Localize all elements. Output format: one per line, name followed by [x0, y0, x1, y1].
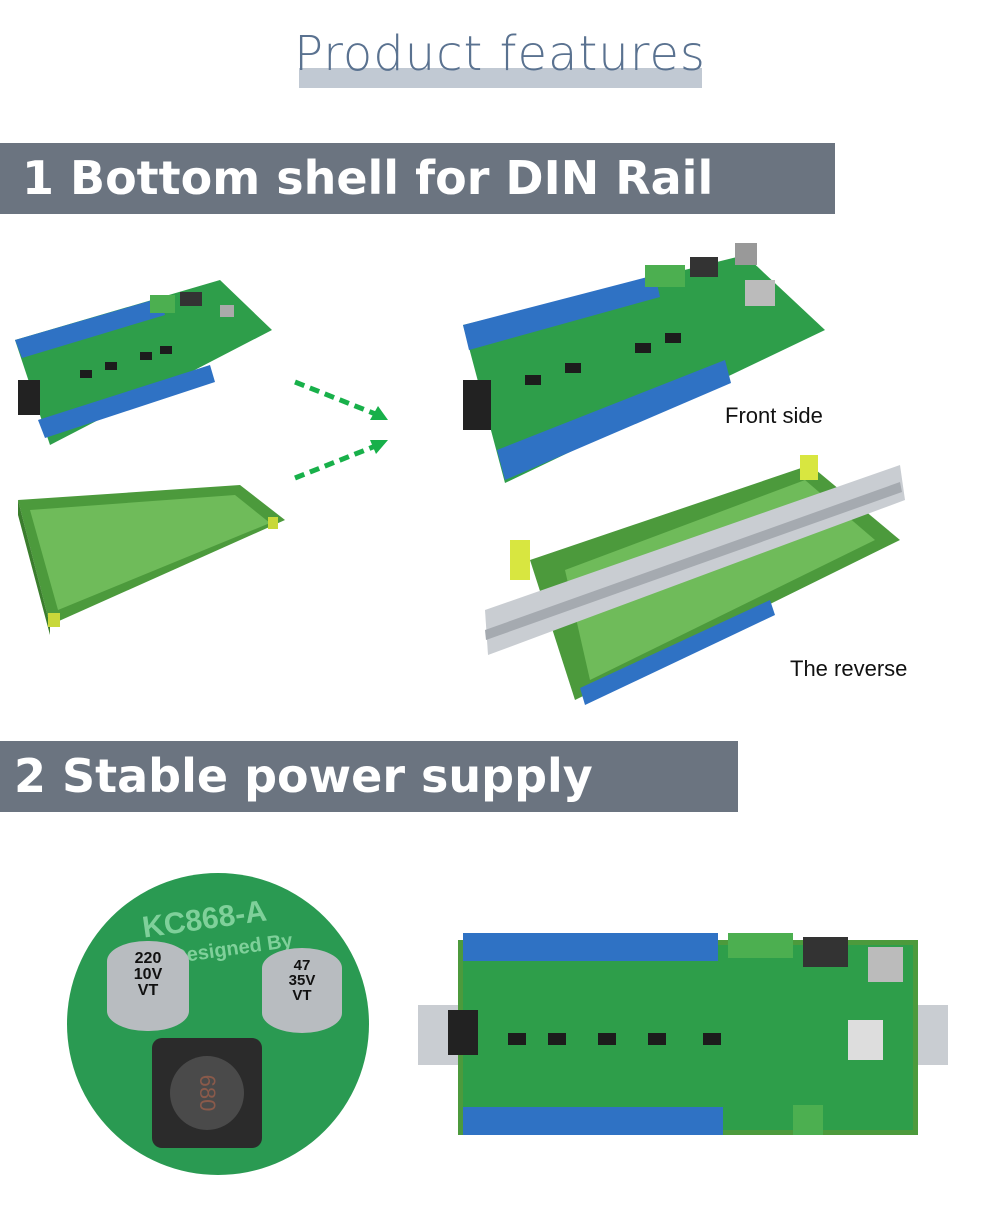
cap-voltage: 10V	[133, 966, 163, 983]
pcb-board-image	[15, 280, 272, 445]
cap-series: VT	[292, 987, 312, 1004]
page-title: Product features	[294, 26, 706, 82]
inductor-value: 680	[170, 1056, 244, 1130]
inductor: 680	[152, 1038, 262, 1148]
cap-series: VT	[137, 982, 159, 999]
front-side-image	[463, 243, 825, 483]
cap-value: 220	[134, 950, 162, 967]
section-1-banner: 1 Bottom shell for DIN Rail install	[0, 143, 835, 276]
reverse-side-image	[485, 455, 905, 705]
cap-value: 47	[293, 957, 311, 974]
din-rail-shell-image	[18, 485, 285, 635]
board-on-din-rail-image	[418, 933, 948, 1135]
cap-voltage: 35V	[288, 972, 316, 989]
reverse-label: The reverse	[790, 656, 908, 681]
title-underline	[299, 68, 702, 88]
arrow-icons	[294, 379, 388, 481]
front-side-label: Front side	[725, 403, 823, 428]
section-2-banner: 2 Stable power supply circuit	[0, 741, 738, 874]
